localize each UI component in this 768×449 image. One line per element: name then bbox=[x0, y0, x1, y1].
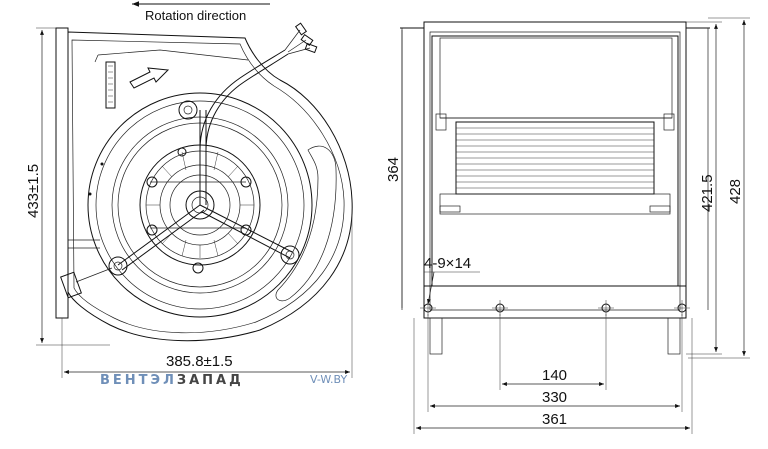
motor-spider bbox=[117, 110, 293, 271]
dim-364: 364 bbox=[385, 30, 403, 308]
outlet-box bbox=[431, 35, 679, 287]
svg-text:385.8±1.5: 385.8±1.5 bbox=[166, 353, 233, 370]
label-plate bbox=[105, 61, 116, 109]
cable-wires bbox=[284, 22, 318, 55]
svg-text:428: 428 bbox=[727, 179, 744, 204]
power-cable bbox=[199, 49, 286, 151]
dim-front-width: 385.8±1.5 bbox=[61, 215, 353, 378]
mount-bolts bbox=[108, 100, 300, 276]
dim-361: 361 bbox=[413, 318, 693, 434]
housing-slot bbox=[275, 145, 337, 302]
dim-330: 330 bbox=[427, 314, 683, 412]
dim-428: 428 bbox=[688, 17, 750, 359]
svg-text:364: 364 bbox=[385, 157, 402, 182]
impeller-outer-ring bbox=[87, 92, 313, 318]
front-flange bbox=[55, 27, 69, 319]
mounting-holes bbox=[420, 300, 690, 316]
svg-text:361: 361 bbox=[542, 411, 567, 428]
front-view: Rotation direction bbox=[25, 1, 353, 388]
dim-421-5: 421.5 bbox=[686, 21, 722, 355]
svg-text:433±1.5: 433±1.5 bbox=[25, 164, 42, 218]
svg-text:330: 330 bbox=[542, 389, 567, 406]
svg-text:421.5: 421.5 bbox=[699, 174, 716, 212]
svg-text:4-9×14: 4-9×14 bbox=[424, 255, 471, 272]
side-view: 4-9×14 364 421.5 428 140 bbox=[385, 17, 750, 434]
dim-front-height: 433±1.5 bbox=[25, 27, 110, 346]
direction-arrow-icon bbox=[129, 67, 170, 89]
dim-140: 140 bbox=[499, 314, 607, 390]
watermark-brand: ВЕНТЭЛЗАПАД bbox=[100, 373, 244, 388]
rotation-label: Rotation direction bbox=[145, 8, 246, 23]
svg-text:140: 140 bbox=[542, 367, 567, 384]
impeller-blades bbox=[455, 121, 655, 195]
capacitor bbox=[60, 271, 82, 299]
watermark-site: V-W.BY bbox=[310, 373, 347, 386]
dim-holes: 4-9×14 bbox=[424, 255, 480, 305]
scroll-housing bbox=[67, 31, 353, 342]
